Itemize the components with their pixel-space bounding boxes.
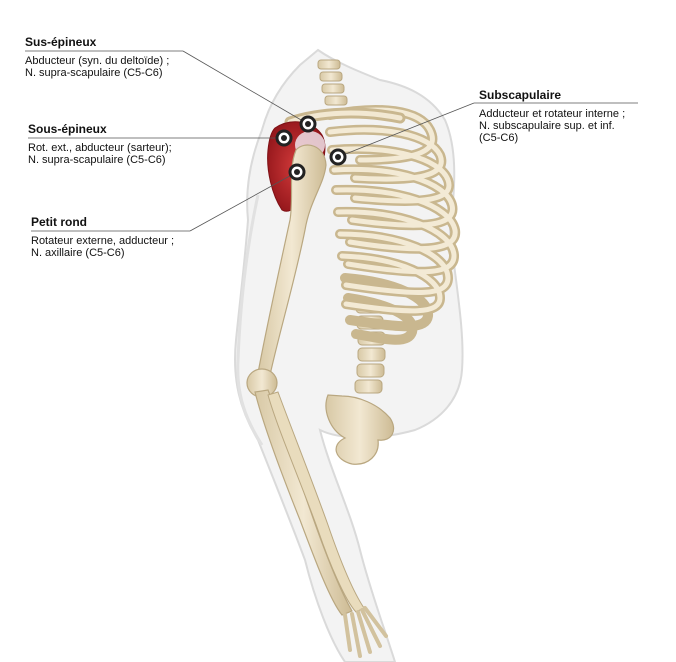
label-title: Subscapulaire xyxy=(479,88,562,102)
ribcage-highlight xyxy=(327,107,458,314)
label-subscapulaire: Subscapulaire Adducteur et rotateur inte… xyxy=(479,88,649,144)
label-description: Abducteur (syn. du deltoïde) ; N. supra-… xyxy=(25,55,170,79)
humerus xyxy=(257,144,327,376)
label-petit-rond: Petit rond Rotateur externe, adducteur ;… xyxy=(31,215,231,259)
label-title: Sous-épineux xyxy=(28,122,107,136)
leader-lines xyxy=(25,50,638,232)
label-description: Adducteur et rotateur interne ; N. subsc… xyxy=(479,108,626,144)
label-sus-epineux: Sus-épineux Abducteur (syn. du deltoïde)… xyxy=(25,35,215,79)
hand xyxy=(343,606,388,658)
attachment-markers xyxy=(275,115,347,181)
label-description: Rot. ext., abducteur (sarteur); N. supra… xyxy=(28,142,172,166)
label-sous-epineux: Sous-épineux Rot. ext., abducteur (sarte… xyxy=(28,122,228,166)
label-description: Rotateur externe, adducteur ; N. axillai… xyxy=(31,235,175,259)
pelvis xyxy=(325,394,395,465)
label-title: Sus-épineux xyxy=(25,35,97,49)
label-title: Petit rond xyxy=(31,215,87,229)
